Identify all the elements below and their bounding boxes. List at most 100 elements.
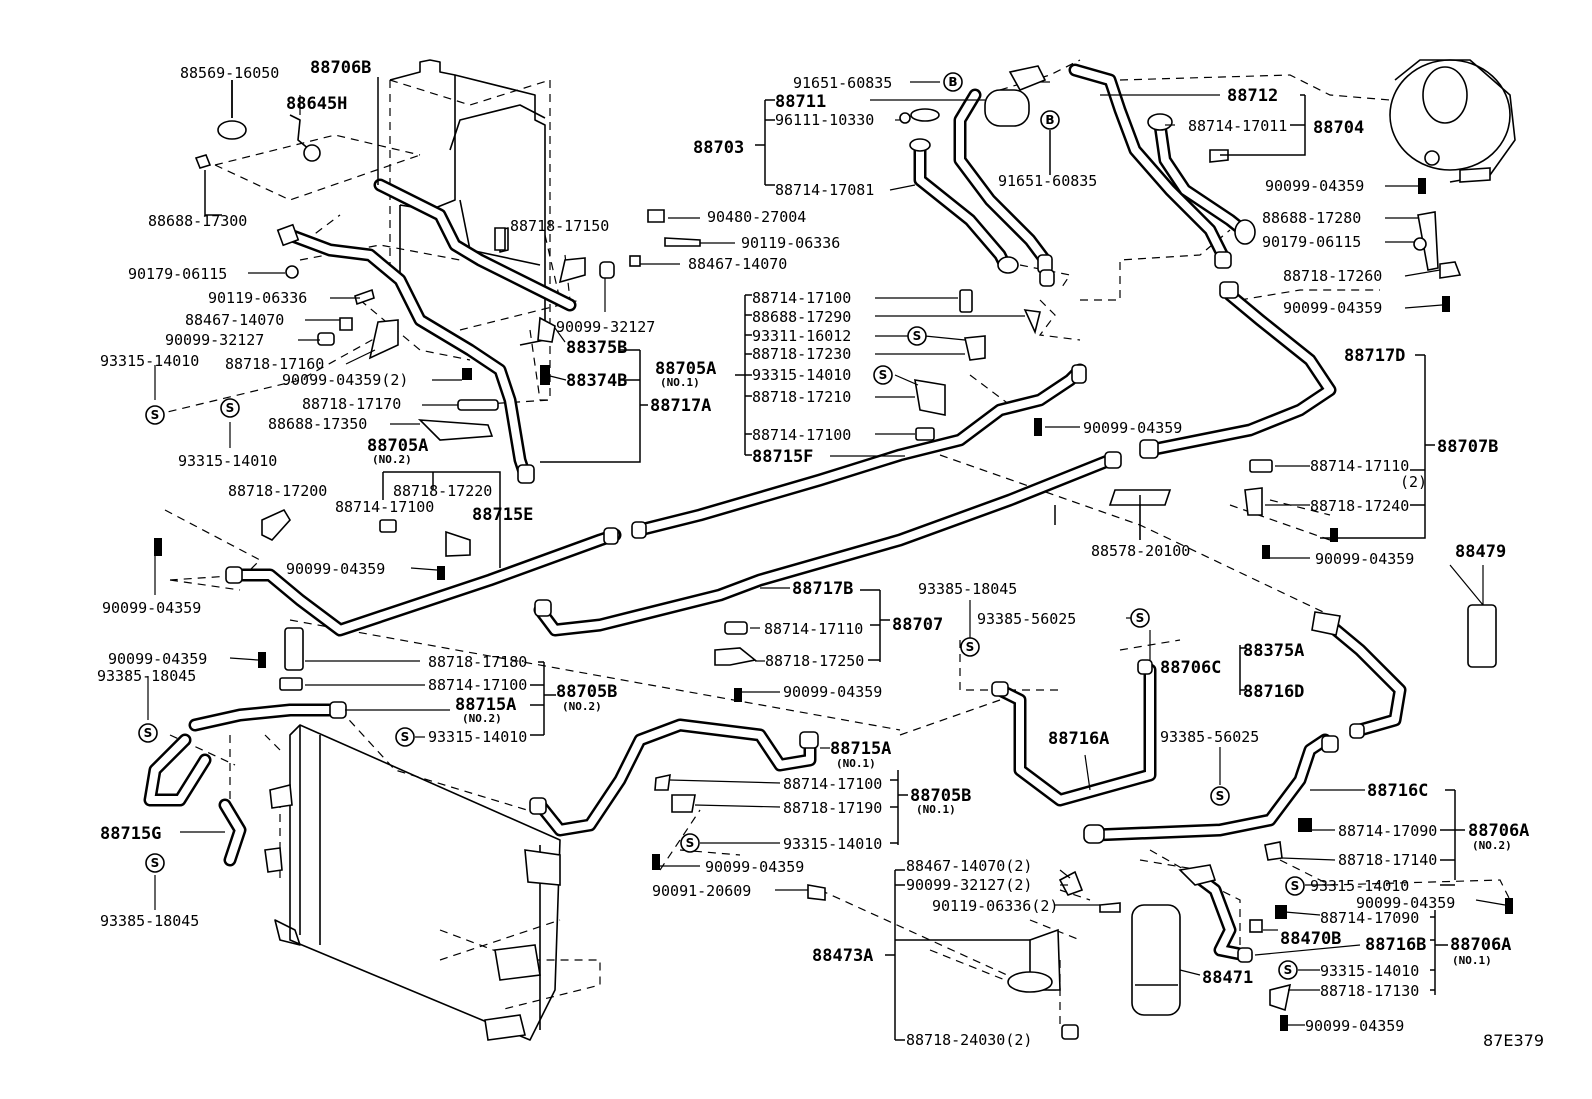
s-symbol: S — [145, 405, 165, 425]
label-90099-04359: 90099-04359 — [1265, 177, 1364, 195]
label-88718-17250: 88718-17250 — [765, 652, 864, 670]
label-88375A: 88375A — [1243, 641, 1304, 661]
label-no1: (NO.1) — [1452, 954, 1492, 967]
label-qty2: (2) — [1400, 473, 1427, 491]
svg-text:S: S — [151, 856, 160, 870]
condenser — [264, 724, 561, 1041]
label-88718-17200: 88718-17200 — [228, 482, 327, 500]
label-88714-17110: 88714-17110 — [1310, 457, 1409, 475]
label-88714-17090: 88714-17090 — [1338, 822, 1437, 840]
label-88715G: 88715G — [100, 824, 161, 844]
s-symbol: S — [145, 853, 165, 873]
svg-text:S: S — [686, 836, 695, 850]
label-90480-27004: 90480-27004 — [707, 208, 806, 226]
label-93315-14010: 93315-14010 — [783, 835, 882, 853]
label-90099-04359: 90099-04359 — [705, 858, 804, 876]
label-88714-17100: 88714-17100 — [752, 289, 851, 307]
label-88716C: 88716C — [1367, 781, 1428, 801]
compressor — [1389, 59, 1516, 183]
s-symbol: S — [395, 727, 415, 747]
label-88717D: 88717D — [1344, 346, 1405, 366]
label-88705B: 88705B — [910, 786, 971, 806]
label-88714-17100: 88714-17100 — [428, 676, 527, 694]
label-88467-14070-qty2: 88467-14070(2) — [906, 857, 1032, 875]
label-90179-06115: 90179-06115 — [1262, 233, 1361, 251]
label-88706C: 88706C — [1160, 658, 1221, 678]
label-93385-18045: 93385-18045 — [97, 667, 196, 685]
label-88473A: 88473A — [812, 946, 873, 966]
label-88578-20100: 88578-20100 — [1091, 542, 1190, 560]
label-88467-14070: 88467-14070 — [688, 255, 787, 273]
label-88717B: 88717B — [792, 579, 853, 599]
label-90119-06336: 90119-06336 — [741, 234, 840, 252]
label-88715A: 88715A — [455, 695, 516, 715]
label-88714-17110: 88714-17110 — [764, 620, 863, 638]
label-90119-06336: 90119-06336 — [208, 289, 307, 307]
svg-text:S: S — [1216, 789, 1225, 803]
label-88705A: 88705A — [655, 359, 716, 379]
label-88718-17240: 88718-17240 — [1310, 497, 1409, 515]
s-symbol: S — [1278, 960, 1298, 980]
label-90091-20609: 90091-20609 — [652, 882, 751, 900]
label-88714-17100: 88714-17100 — [752, 426, 851, 444]
label-88714-17081: 88714-17081 — [775, 181, 874, 199]
refrigerant-pipes — [143, 63, 1407, 962]
s-symbol: S — [138, 723, 158, 743]
label-91651-60835: 91651-60835 — [998, 172, 1097, 190]
label-88706B: 88706B — [310, 58, 371, 78]
label-88716A: 88716A — [1048, 729, 1109, 749]
svg-text:S: S — [966, 640, 975, 654]
svg-text:S: S — [1136, 611, 1145, 625]
svg-text:S: S — [144, 726, 153, 740]
label-no1: (NO.1) — [660, 376, 700, 389]
label-88569-16050: 88569-16050 — [180, 64, 279, 82]
s-symbol: S — [1210, 786, 1230, 806]
label-88714-17100: 88714-17100 — [335, 498, 434, 516]
label-88471: 88471 — [1202, 968, 1253, 988]
label-88688-17280: 88688-17280 — [1262, 209, 1361, 227]
svg-text:S: S — [226, 401, 235, 415]
label-88479: 88479 — [1455, 542, 1506, 562]
label-88718-17260: 88718-17260 — [1283, 267, 1382, 285]
label-no2: (NO.2) — [462, 712, 502, 725]
label-90119-06336-qty2: 90119-06336(2) — [932, 897, 1058, 915]
label-88712: 88712 — [1227, 86, 1278, 106]
s-symbol: S — [680, 833, 700, 853]
svg-text:S: S — [1284, 963, 1293, 977]
label-88715E: 88715E — [472, 505, 533, 525]
symbol-circles: S S S S B B S S S S S S S S S — [138, 72, 1305, 980]
label-88470B: 88470B — [1280, 929, 1341, 949]
label-90099-04359: 90099-04359 — [783, 683, 882, 701]
leader-lines — [147, 81, 1506, 1026]
label-88718-24030-qty2: 88718-24030(2) — [906, 1031, 1032, 1049]
label-93315-14010: 93315-14010 — [178, 452, 277, 470]
label-90099-04359: 90099-04359 — [108, 650, 207, 668]
label-88718-17230: 88718-17230 — [752, 345, 851, 363]
label-93315-14010: 93315-14010 — [100, 352, 199, 370]
label-88706A: 88706A — [1450, 935, 1511, 955]
s-symbol: S — [960, 637, 980, 657]
label-88705B: 88705B — [556, 682, 617, 702]
label-88704: 88704 — [1313, 118, 1364, 138]
label-88374B: 88374B — [566, 371, 627, 391]
parts-shapes — [154, 59, 1516, 1041]
label-93385-56025: 93385-56025 — [977, 610, 1076, 628]
label-88714-17011: 88714-17011 — [1188, 117, 1287, 135]
label-88467-14070: 88467-14070 — [185, 311, 284, 329]
label-88718-17170: 88718-17170 — [302, 395, 401, 413]
diagram-reference-code: 87E379 — [1483, 1031, 1544, 1050]
label-88703: 88703 — [693, 138, 744, 158]
label-88718-17130: 88718-17130 — [1320, 982, 1419, 1000]
label-no2: (NO.2) — [562, 700, 602, 713]
label-90099-04359-qty2: 90099-04359(2) — [282, 371, 408, 389]
label-no1: (NO.1) — [916, 803, 956, 816]
label-no1: (NO.1) — [836, 757, 876, 770]
label-88718-17150: 88718-17150 — [510, 217, 609, 235]
label-no2: (NO.2) — [372, 453, 412, 466]
label-93315-14010: 93315-14010 — [752, 366, 851, 384]
label-93315-14010: 93315-14010 — [1320, 962, 1419, 980]
label-88375B: 88375B — [566, 338, 627, 358]
label-93311-16012: 93311-16012 — [752, 327, 851, 345]
label-88688-17300: 88688-17300 — [148, 212, 247, 230]
